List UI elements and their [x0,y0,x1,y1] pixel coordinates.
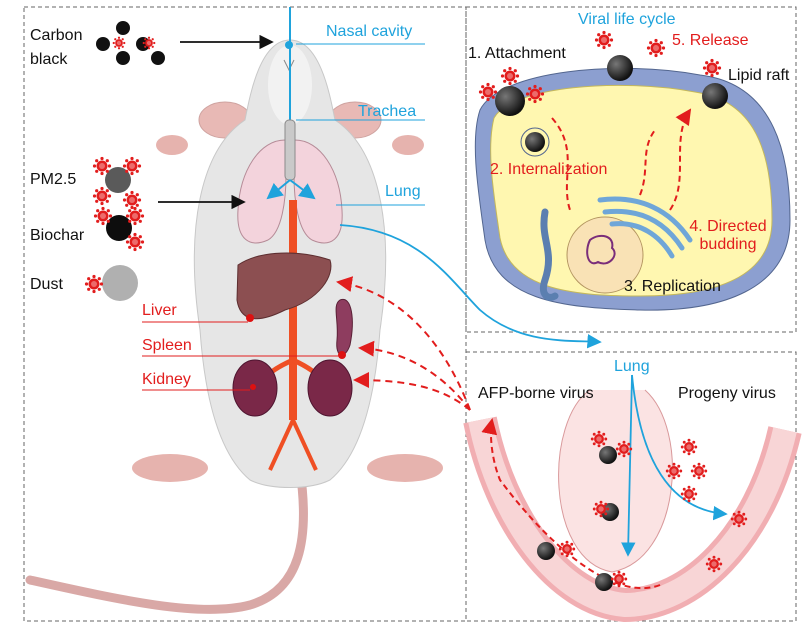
kidney-right [307,359,353,417]
mouse-tail [25,465,308,614]
label-release: 5. Release [672,32,749,49]
pm25-particle [92,156,142,210]
spleen [335,298,353,356]
liver-dot [246,314,254,322]
label-lipid-raft: Lipid raft [728,67,790,84]
host-cell [474,30,791,311]
label-liver: Liver [142,302,177,319]
label-internalization: 2. Internalization [490,161,608,178]
label-attachment: 1. Attachment [468,45,566,62]
alveolus-sac [558,389,673,573]
cell-panel-frame [465,6,797,333]
spleen-dot [338,351,346,359]
carbon-black-particles [96,21,165,65]
label-dust: Dust [30,276,63,293]
label-progeny-virus: Progeny virus [678,385,776,402]
label-kidney: Kidney [142,371,191,388]
label-lung: Lung [385,183,421,200]
label-alveolus-lung: Lung [614,358,650,375]
label-carbon-black-line1: Carbon black [30,27,83,68]
label-afp-borne-virus: AFP-borne virus [478,385,594,402]
front-paw-left [156,135,188,155]
label-directed-budding: 4. Directed budding [689,218,767,253]
label-biochar: Biochar [30,227,85,244]
front-paw-right [392,135,424,155]
translocation-arrows [336,276,471,411]
nucleus [566,216,644,294]
trachea [284,119,296,181]
label-viral-life-cycle: Viral life cycle [578,11,676,28]
mouse-illustration [25,39,443,614]
golgi [597,196,693,259]
label-spleen: Spleen [142,337,192,354]
alveolus-illustration [463,374,802,623]
dust-particle [84,265,138,301]
endoplasmic-reticulum [539,208,559,301]
label-nasal-cavity: Nasal cavity [326,23,413,40]
label-trachea: Trachea [358,103,417,120]
label-pm25: PM2.5 [30,171,77,188]
label-replication: 3. Replication [624,278,721,295]
hind-foot-left [132,454,208,482]
hind-foot-right [367,454,443,482]
biochar-particle [93,206,145,252]
lungs [237,139,343,244]
